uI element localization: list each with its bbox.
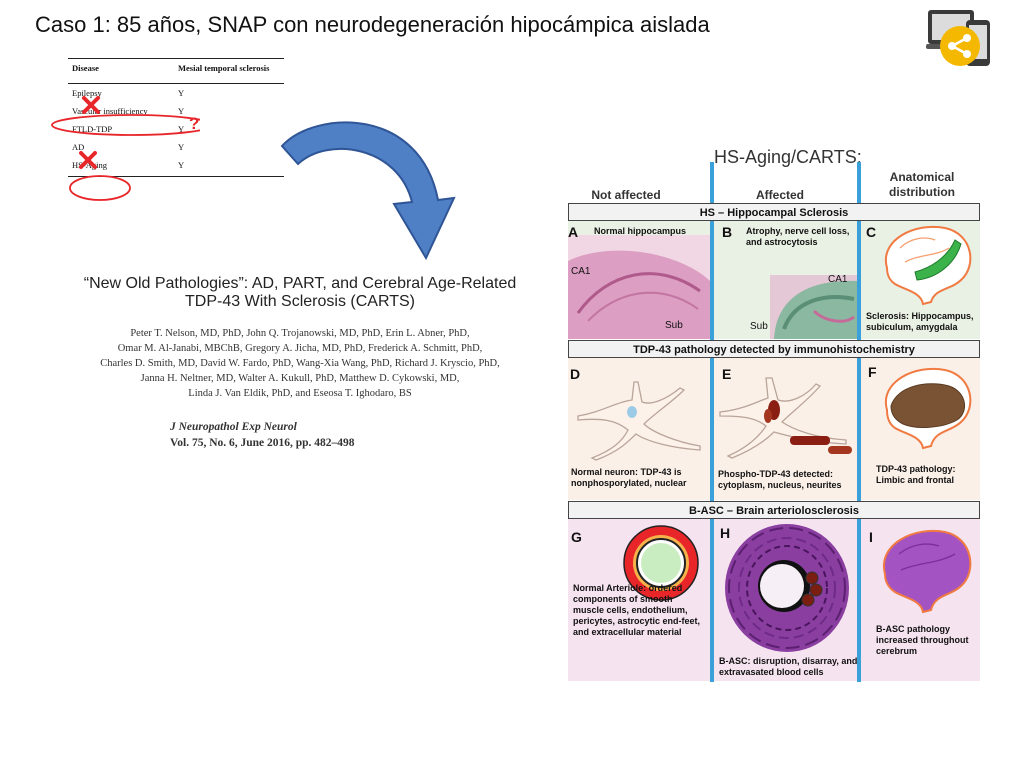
- panel-letter-i: I: [869, 529, 873, 545]
- brain-basc-icon: [882, 529, 972, 614]
- red-circle-icon: [69, 175, 131, 201]
- section-band-hs: HS – Hippocampal Sclerosis: [568, 203, 980, 221]
- journal-volume: Vol. 75, No. 6, June 2016, pp. 482–498: [170, 437, 355, 449]
- hippocampus-histology-normal: [568, 235, 710, 339]
- panel-b-caption: Atrophy, nerve cell loss, and astrocytos…: [746, 226, 850, 247]
- normal-arteriole-icon: [623, 525, 699, 601]
- sclerosis-value: Y: [178, 124, 185, 134]
- curved-arrow-icon: [280, 121, 456, 261]
- panel-c-caption: Sclerosis: Hippocampus, subiculum, amygd…: [866, 311, 974, 332]
- table-row: Epilepsy Y: [68, 84, 284, 102]
- normal-neuron-icon: [577, 381, 701, 461]
- column-divider: [710, 162, 714, 682]
- col-header-not-affected: Not affected: [591, 188, 661, 202]
- brain-tdp43-icon: [884, 367, 972, 450]
- panel-i-caption: B-ASC pathology increased throughout cer…: [876, 624, 969, 656]
- table-row: HS-Aging Y: [68, 156, 284, 174]
- paper-title-line: TDP-43 With Sclerosis (CARTS): [185, 293, 415, 310]
- col-header-anatomical: Anatomical distribution: [889, 170, 955, 199]
- label-ca1: CA1: [571, 266, 591, 277]
- table-row: AD Y: [68, 138, 284, 156]
- panel-d-caption: Normal neuron: TDP-43 is nonphosporylate…: [571, 467, 687, 488]
- brain-hippocampus-icon: [884, 225, 972, 306]
- paper-title-line: “New Old Pathologies”: AD, PART, and Cer…: [83, 275, 517, 292]
- label-sub: Sub: [665, 320, 683, 331]
- disease-name: AD: [72, 142, 85, 152]
- sclerosis-value: Y: [178, 160, 185, 170]
- header-sclerosis: Mesial temporal sclerosis: [178, 63, 270, 73]
- panel-letter-a: A: [568, 224, 579, 240]
- table-annotations: [51, 96, 200, 201]
- table-bottom-rule: [68, 176, 284, 177]
- figure-title: HS-Aging/CARTS:: [714, 147, 862, 167]
- paper-title: “New Old Pathologies”: AD, PART, and Cer…: [40, 275, 560, 311]
- panel-letter-d: D: [570, 366, 581, 382]
- table-row: Vascular insufficiency Y: [68, 102, 284, 120]
- label-sub: Sub: [750, 321, 768, 332]
- author-line: Omar M. Al-Janabi, MBChB, Gregory A. Jic…: [117, 343, 483, 354]
- author-line: Peter T. Nelson, MD, PhD, John Q. Trojan…: [130, 328, 470, 339]
- slide-title: Caso 1: 85 años, SNAP con neurodegenerac…: [35, 12, 710, 37]
- journal-name: J Neuropathol Exp Neurol: [170, 421, 297, 433]
- question-mark: ?: [189, 114, 200, 133]
- red-x-icon: [79, 151, 97, 169]
- header-disease: Disease: [72, 63, 99, 73]
- col-header-affected: Affected: [755, 188, 804, 202]
- panel-f-caption: TDP-43 pathology: Limbic and frontal: [876, 464, 956, 485]
- section-band-basc: B-ASC – Brain arteriolosclerosis: [568, 501, 980, 519]
- panel-g-caption: Normal Arteriole: ordered components of …: [573, 583, 701, 637]
- label-ca1: CA1: [828, 274, 848, 285]
- paper-authors: Peter T. Nelson, MD, PhD, John Q. Trojan…: [58, 326, 542, 401]
- panel-a-caption: Normal hippocampus: [594, 226, 687, 236]
- panel-e-caption: Phospho-TDP-43 detected: cytoplasm, nucl…: [718, 469, 842, 490]
- disease-name: Epilepsy: [72, 88, 102, 98]
- table-row: FTLD-TDP Y: [68, 120, 284, 138]
- disease-name: HS-Aging: [72, 160, 107, 170]
- table-header: Disease Mesial temporal sclerosis: [68, 58, 284, 84]
- author-line: Janna H. Neltner, MD, Walter A. Kukull, …: [140, 373, 460, 384]
- red-circle-icon: [51, 114, 200, 136]
- red-x-icon: [82, 96, 100, 114]
- panel-letter-b: B: [722, 224, 733, 240]
- panel-letter-f: F: [868, 364, 877, 380]
- basc-arteriole-icon: [725, 524, 849, 652]
- sclerosis-value: Y: [178, 88, 185, 98]
- panel-letter-h: H: [720, 525, 731, 541]
- section-band-tdp: TDP-43 pathology detected by immunohisto…: [568, 340, 980, 358]
- sclerosis-value: Y: [178, 106, 185, 116]
- author-line: Linda J. Van Eldik, PhD, and Eseosa T. I…: [188, 388, 412, 399]
- disease-table: Disease Mesial temporal sclerosis Epilep…: [68, 58, 284, 177]
- column-divider: [857, 162, 861, 682]
- sclerosis-value: Y: [178, 142, 185, 152]
- panel-letter-c: C: [866, 224, 877, 240]
- journal-citation: J Neuropathol Exp Neurol Vol. 75, No. 6,…: [170, 419, 355, 451]
- disease-name: Vascular insufficiency: [72, 106, 148, 116]
- panel-h-caption: B-ASC: disruption, disarray, and extrava…: [719, 656, 858, 677]
- disease-name: FTLD-TDP: [72, 124, 113, 134]
- panel-letter-e: E: [722, 366, 732, 382]
- tdp43-neuron-icon: [719, 377, 852, 459]
- share-device-icon: [926, 10, 990, 66]
- hippocampus-histology-sclerosis: [770, 275, 857, 339]
- author-line: Charles D. Smith, MD, David W. Fardo, Ph…: [100, 358, 500, 369]
- panel-letter-g: G: [571, 529, 582, 545]
